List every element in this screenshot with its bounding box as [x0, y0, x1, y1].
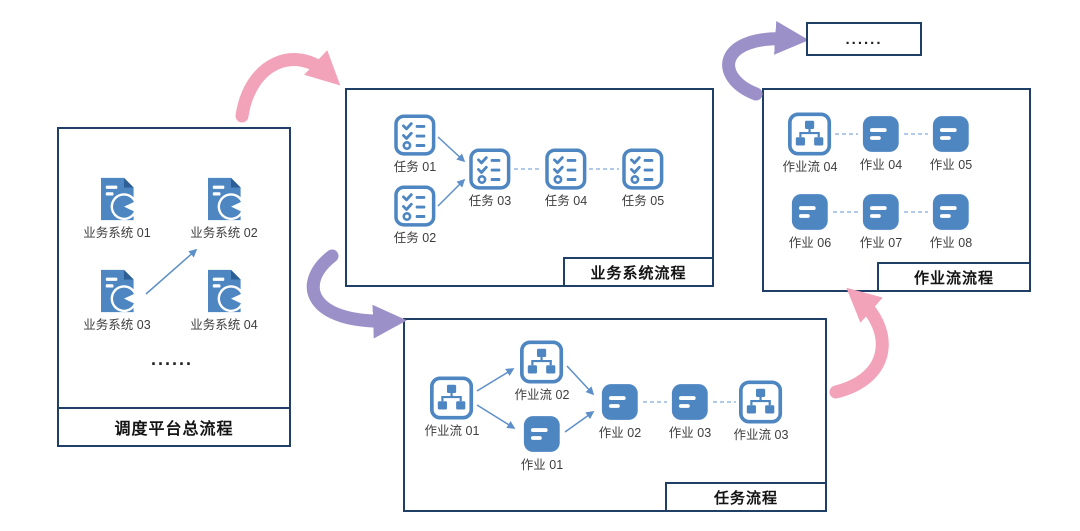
list-icon — [861, 192, 901, 232]
node-job-07: 作业 07 — [860, 192, 902, 251]
node-job-02: 作业 02 — [599, 382, 641, 441]
list-icon — [931, 114, 971, 154]
hierarchy-icon — [520, 340, 564, 384]
document-pie-icon — [94, 268, 140, 314]
node-label: 业务系统 03 — [83, 318, 151, 332]
node-label: 作业 06 — [788, 236, 832, 250]
node-label: 任务 05 — [621, 194, 665, 208]
hierarchy-icon — [739, 380, 783, 424]
node-job-06: 作业 06 — [789, 192, 831, 251]
node-label: 业务系统 02 — [190, 226, 258, 240]
node-task-05: 任务 05 — [622, 148, 664, 209]
node-label: 任务 01 — [393, 160, 437, 174]
node-label: 任务 03 — [468, 194, 512, 208]
checklist-icon — [545, 148, 587, 190]
overview-box-title: 调度平台总流程 — [57, 407, 291, 447]
node-label: 任务 04 — [544, 194, 588, 208]
node-task-02: 任务 02 — [394, 185, 436, 246]
business-box-frame — [345, 88, 714, 287]
continuation-label: ...... — [845, 30, 883, 48]
flow-arrow-task-to-jobflow — [829, 287, 889, 399]
list-icon — [522, 414, 562, 454]
node-jobflow-01: 作业流 01 — [424, 376, 480, 439]
node-job-01: 作业 01 — [521, 414, 563, 473]
list-icon — [670, 382, 710, 422]
node-job-04: 作业 04 — [860, 114, 902, 173]
node-label: 作业 08 — [929, 236, 973, 250]
node-job-03: 作业 03 — [669, 382, 711, 441]
node-label: 作业流 01 — [424, 424, 480, 438]
document-pie-icon — [201, 176, 247, 222]
overview-ellipsis: ...... — [150, 349, 194, 369]
list-icon — [600, 382, 640, 422]
hierarchy-icon — [430, 376, 474, 420]
node-label: 作业 03 — [668, 426, 712, 440]
list-icon — [931, 192, 971, 232]
jobflow-box-title: 作业流流程 — [877, 262, 1031, 292]
node-label: 作业流 03 — [733, 428, 789, 442]
node-label: 作业 01 — [520, 458, 564, 472]
node-task-03: 任务 03 — [469, 148, 511, 209]
node-job-08: 作业 08 — [930, 192, 972, 251]
node-label: 作业流 02 — [514, 388, 570, 402]
node-jobflow-04: 作业流 04 — [782, 112, 838, 175]
node-label: 作业流 04 — [782, 160, 838, 174]
node-business-system-02: 业务系统 02 — [190, 176, 258, 241]
continuation-box: ...... — [806, 22, 922, 56]
document-pie-icon — [94, 176, 140, 222]
node-label: 作业 02 — [598, 426, 642, 440]
task-box-frame — [403, 318, 827, 512]
list-icon — [790, 192, 830, 232]
checklist-icon — [469, 148, 511, 190]
node-business-system-03: 业务系统 03 — [83, 268, 151, 333]
node-task-04: 任务 04 — [545, 148, 587, 209]
document-pie-icon — [201, 268, 247, 314]
node-jobflow-02: 作业流 02 — [514, 340, 570, 403]
node-job-05: 作业 05 — [930, 114, 972, 173]
node-label: 作业 07 — [859, 236, 903, 250]
flow-arrow-jobflow-to-continuation — [722, 21, 809, 101]
checklist-icon — [394, 185, 436, 227]
node-label: 业务系统 01 — [83, 226, 151, 240]
node-jobflow-03: 作业流 03 — [733, 380, 789, 443]
hierarchy-icon — [788, 112, 832, 156]
flow-arrow-overview-to-business — [235, 50, 341, 123]
node-label: 作业 04 — [859, 158, 903, 172]
node-label: 业务系统 04 — [190, 318, 258, 332]
node-task-01: 任务 01 — [394, 114, 436, 175]
task-box-title: 任务流程 — [665, 482, 827, 512]
node-business-system-01: 业务系统 01 — [83, 176, 151, 241]
node-business-system-04: 业务系统 04 — [190, 268, 258, 333]
node-label: 任务 02 — [393, 231, 437, 245]
checklist-icon — [622, 148, 664, 190]
checklist-icon — [394, 114, 436, 156]
list-icon — [861, 114, 901, 154]
business-box-title: 业务系统流程 — [563, 257, 714, 287]
node-label: 作业 05 — [929, 158, 973, 172]
